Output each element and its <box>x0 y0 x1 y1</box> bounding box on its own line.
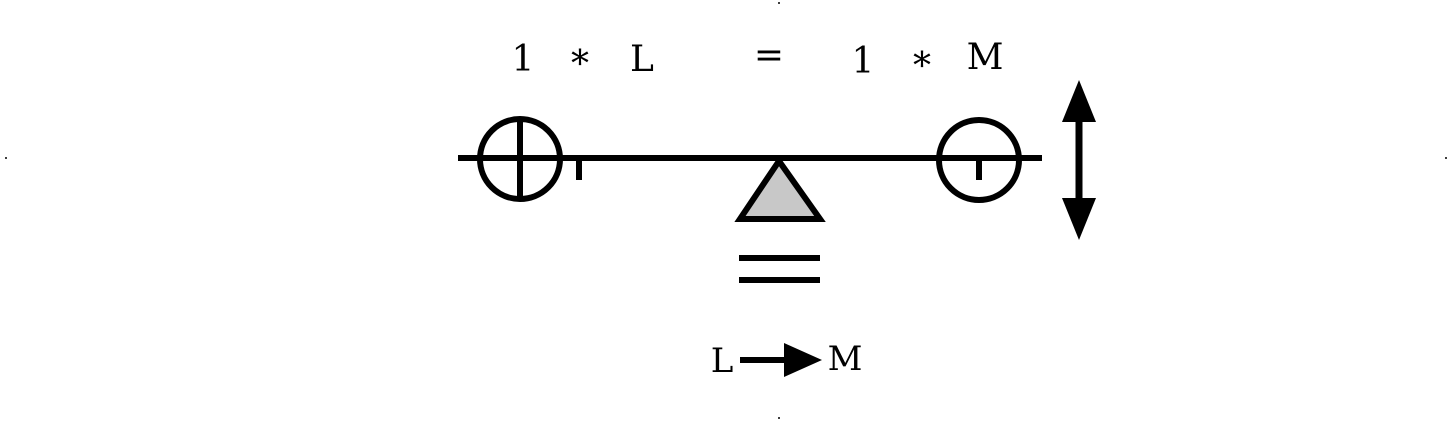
circle-plus-icon <box>477 116 563 202</box>
registration-dot-right <box>1445 157 1447 159</box>
product-label: M <box>828 339 863 379</box>
triangle-fulcrum-icon <box>734 155 826 222</box>
circle-icon <box>936 117 1022 203</box>
registration-dot-left <box>5 157 7 159</box>
registration-dot-bottom <box>778 417 780 419</box>
registration-marks <box>5 2 1447 419</box>
right-operator: * <box>913 46 931 87</box>
reactant-label: L <box>711 341 734 381</box>
double-headed-vertical-arrow-icon <box>1062 80 1096 240</box>
registration-dot-top <box>778 2 780 4</box>
reaction: L M <box>711 339 863 381</box>
equals-sign: = <box>754 35 784 76</box>
double-line-equals-icon <box>739 255 820 283</box>
left-coefficient: 1 <box>512 39 535 80</box>
left-species: L <box>630 39 654 80</box>
left-operator: * <box>571 44 589 85</box>
right-arrow-icon <box>740 343 822 377</box>
right-species: M <box>967 37 1004 78</box>
right-coefficient: 1 <box>852 41 875 82</box>
equation: 1 * L = 1 * M <box>512 35 1004 87</box>
